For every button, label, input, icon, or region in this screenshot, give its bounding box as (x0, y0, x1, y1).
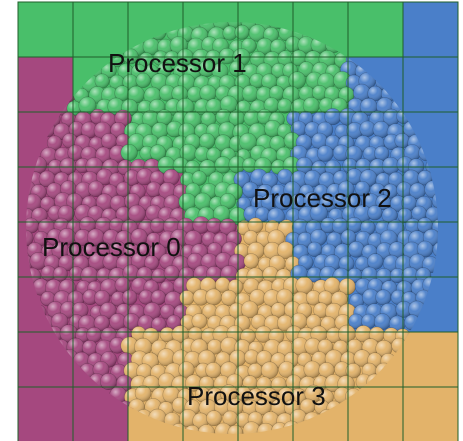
particle-shading (206, 289, 222, 305)
grid-cell-processor-3 (348, 387, 403, 441)
particle-shading (150, 218, 165, 233)
particle-shading (122, 290, 137, 305)
label-processor-1: Processor 1 (108, 48, 247, 78)
particle-shading (121, 144, 138, 161)
particle-shading (235, 25, 249, 39)
label-processor-0: Processor 0 (42, 232, 181, 262)
grid-cell-processor-1 (348, 2, 403, 57)
grid-cell-processor-1 (18, 2, 73, 57)
grid-cell-processor-3 (403, 332, 458, 387)
particle-shading (278, 99, 293, 114)
particle-shading (192, 313, 207, 328)
grid-cell-processor-0 (18, 57, 73, 112)
particle-shading (376, 290, 391, 305)
particle-shading (304, 361, 321, 378)
grid-cell-processor-0 (18, 387, 73, 441)
particle-shading (53, 267, 67, 281)
grid-cell-processor-2 (403, 2, 458, 57)
grid-cell-processor-2 (403, 57, 458, 112)
particle-shading (348, 241, 364, 257)
particle-shading (180, 291, 195, 306)
label-processor-3: Processor 3 (187, 381, 326, 411)
particle-shading (206, 362, 222, 378)
label-processor-2: Processor 2 (253, 183, 392, 213)
particle-shading (317, 146, 333, 162)
particle-shading (244, 254, 259, 269)
particle-shading (206, 411, 221, 426)
grid-cell-processor-3 (403, 387, 458, 441)
particle-shading (261, 362, 278, 379)
